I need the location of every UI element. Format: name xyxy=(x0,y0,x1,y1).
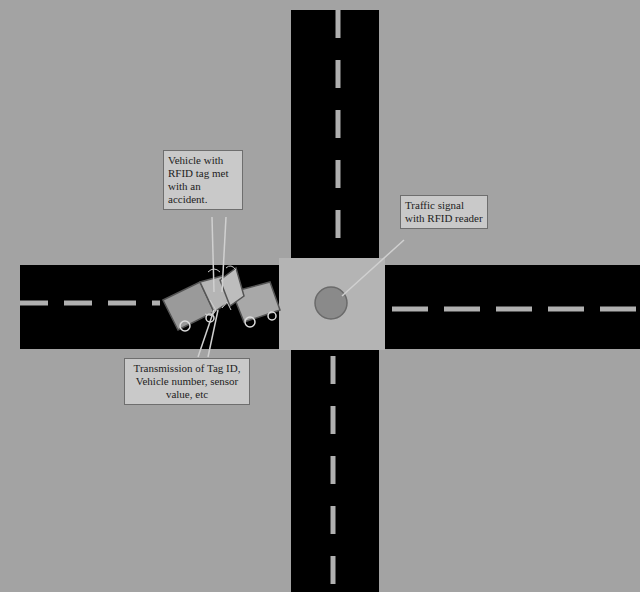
road-east xyxy=(385,265,640,349)
callout-text: Traffic signal with RFID reader xyxy=(405,199,483,225)
callout-text: Transmission of Tag ID, Vehicle number, … xyxy=(129,362,245,401)
lane-mark xyxy=(331,356,336,592)
crashed-vehicle xyxy=(220,268,280,327)
leader-line xyxy=(198,217,404,357)
callout-text: Vehicle with RFID tag met with an accide… xyxy=(168,154,238,206)
traffic-signal xyxy=(315,287,347,319)
callout-box: Transmission of Tag ID, Vehicle number, … xyxy=(124,358,250,405)
callout-box: Vehicle with RFID tag met with an accide… xyxy=(163,150,243,210)
lane-mark xyxy=(336,10,341,258)
lane-mark xyxy=(392,307,640,312)
ground xyxy=(8,0,640,592)
callout-box: Traffic signal with RFID reader xyxy=(400,195,488,229)
road-west xyxy=(20,265,279,349)
debris xyxy=(205,266,236,316)
road-south xyxy=(291,350,379,592)
road-north xyxy=(291,10,379,258)
lane-mark xyxy=(20,301,160,306)
